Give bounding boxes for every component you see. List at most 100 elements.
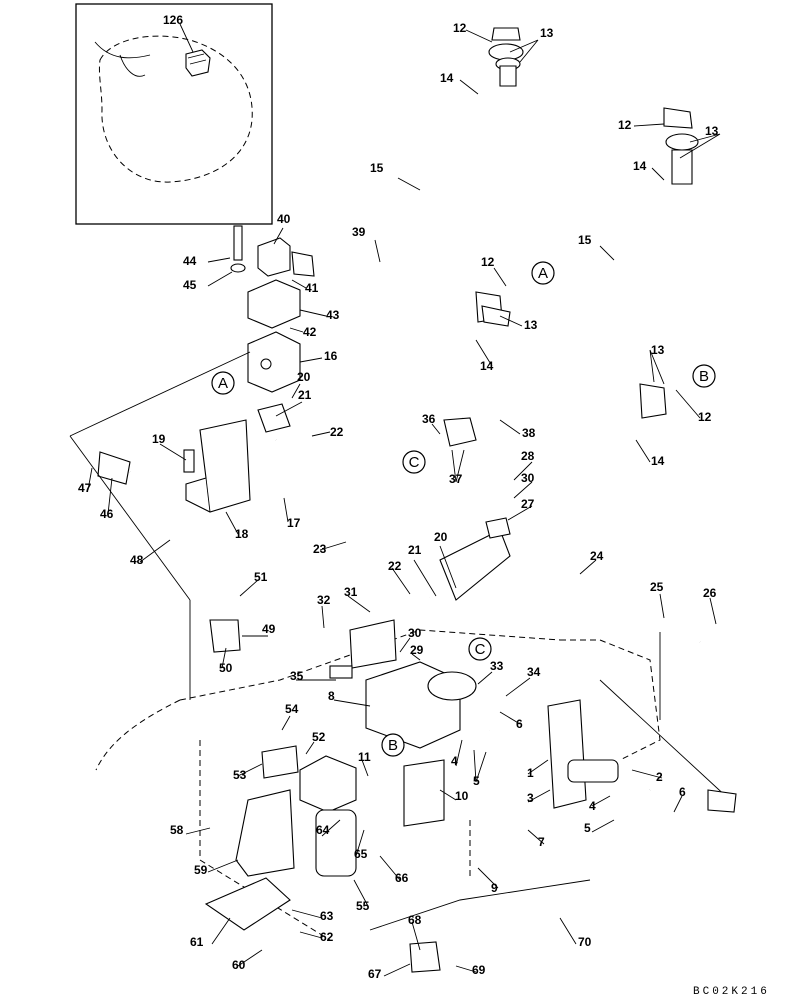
part-label: 70 xyxy=(578,935,592,949)
part-label: 58 xyxy=(170,823,184,837)
part-label: 24 xyxy=(590,549,604,563)
part-label: 69 xyxy=(472,963,486,977)
part-label: 13 xyxy=(705,124,719,138)
marker-c-mid: C xyxy=(402,450,426,474)
part-label: 12 xyxy=(618,118,632,132)
part-label: 3 xyxy=(527,791,534,805)
part-label: 50 xyxy=(219,661,233,675)
part-label: 22 xyxy=(330,425,344,439)
part-label: 43 xyxy=(326,308,340,322)
part-label: 8 xyxy=(328,689,335,703)
hose-39 xyxy=(291,251,477,447)
part-label: 54 xyxy=(285,702,299,716)
svg-text:B: B xyxy=(388,737,398,754)
part-label: 59 xyxy=(194,863,208,877)
part-label: 46 xyxy=(100,507,114,521)
part-label: 42 xyxy=(303,325,317,339)
part-label: 66 xyxy=(395,871,409,885)
part-label: 32 xyxy=(317,593,331,607)
leader-lines xyxy=(87,29,721,977)
hose-48 xyxy=(97,451,241,653)
part-label: 39 xyxy=(352,225,366,239)
inset-detail xyxy=(75,3,273,225)
part-label: 29 xyxy=(410,643,424,657)
part-label: 28 xyxy=(521,449,535,463)
part-label: 38 xyxy=(522,426,536,440)
part-label: 10 xyxy=(455,789,469,803)
drawing-code: BC02K216 xyxy=(693,986,770,998)
part-label: 48 xyxy=(130,553,144,567)
part-label: 16 xyxy=(324,349,338,363)
part-label: 6 xyxy=(679,785,686,799)
part-label: 15 xyxy=(370,161,384,175)
marker-b-right: B xyxy=(692,364,716,388)
part-label: 27 xyxy=(521,497,535,511)
part-label: 13 xyxy=(540,26,554,40)
part-label: 21 xyxy=(298,388,312,402)
part-label: 30 xyxy=(521,471,535,485)
part-label: 14 xyxy=(651,454,665,468)
frame-lines xyxy=(69,351,731,941)
part-labels: 126 12 13 14 15 12 13 14 15 40 39 44 45 … xyxy=(78,13,719,981)
manifold-8 xyxy=(329,619,477,749)
part-label: 1 xyxy=(527,766,534,780)
part-label: 11 xyxy=(358,750,371,764)
marker-b-lower: B xyxy=(381,733,405,757)
part-label: 41 xyxy=(305,281,319,295)
part-label: 20 xyxy=(297,370,311,384)
pipe-24 xyxy=(439,517,702,647)
part-label: 14 xyxy=(440,71,454,85)
filter-assembly xyxy=(204,745,445,931)
part-label: 62 xyxy=(320,930,334,944)
part-label: 68 xyxy=(408,913,422,927)
hose-15-right xyxy=(567,107,699,419)
part-label: 64 xyxy=(316,823,330,837)
svg-text:A: A xyxy=(218,375,228,392)
part-label: 126 xyxy=(163,13,183,27)
part-label: 14 xyxy=(633,159,647,173)
part-label: 36 xyxy=(422,412,436,426)
part-label: 9 xyxy=(491,881,498,895)
part-label: 40 xyxy=(277,212,291,226)
part-label: 30 xyxy=(408,626,422,640)
part-label: 35 xyxy=(290,669,304,683)
part-label: 12 xyxy=(453,21,467,35)
pipe-23 xyxy=(257,403,431,603)
svg-text:B: B xyxy=(699,368,709,385)
part-label: 17 xyxy=(287,516,301,530)
part-label: 20 xyxy=(434,530,448,544)
part-label: 5 xyxy=(584,821,591,835)
part-label: 4 xyxy=(451,754,458,768)
part-label: 52 xyxy=(312,730,326,744)
part-label: 15 xyxy=(578,233,592,247)
marker-a-upper: A xyxy=(531,261,555,285)
part-label: 22 xyxy=(388,559,402,573)
part-label: 47 xyxy=(78,481,92,495)
valve-block-stack xyxy=(230,225,301,393)
part-label: 61 xyxy=(190,935,204,949)
part-label: 34 xyxy=(527,665,541,679)
part-label: 67 xyxy=(368,967,382,981)
marker-c-lower: C xyxy=(468,637,492,661)
part-label: 26 xyxy=(703,586,717,600)
part-label: 45 xyxy=(183,278,197,292)
svg-text:C: C xyxy=(475,641,486,658)
part-label: 23 xyxy=(313,542,327,556)
part-label: 65 xyxy=(354,847,368,861)
part-label: 49 xyxy=(262,622,276,636)
part-label: 44 xyxy=(183,254,197,268)
part-label: 21 xyxy=(408,543,422,557)
part-label: 13 xyxy=(651,343,665,357)
part-label: 31 xyxy=(344,585,358,599)
part-label: 12 xyxy=(698,410,712,424)
pump-assembly xyxy=(547,639,661,809)
part-label: 63 xyxy=(320,909,334,923)
svg-text:C: C xyxy=(409,454,420,471)
bracket-18 xyxy=(183,419,251,513)
svg-text:A: A xyxy=(538,265,548,282)
hose-7 xyxy=(485,729,653,856)
marker-a-left: A xyxy=(211,371,235,395)
hose-70 xyxy=(409,789,737,973)
part-label: 33 xyxy=(490,659,504,673)
